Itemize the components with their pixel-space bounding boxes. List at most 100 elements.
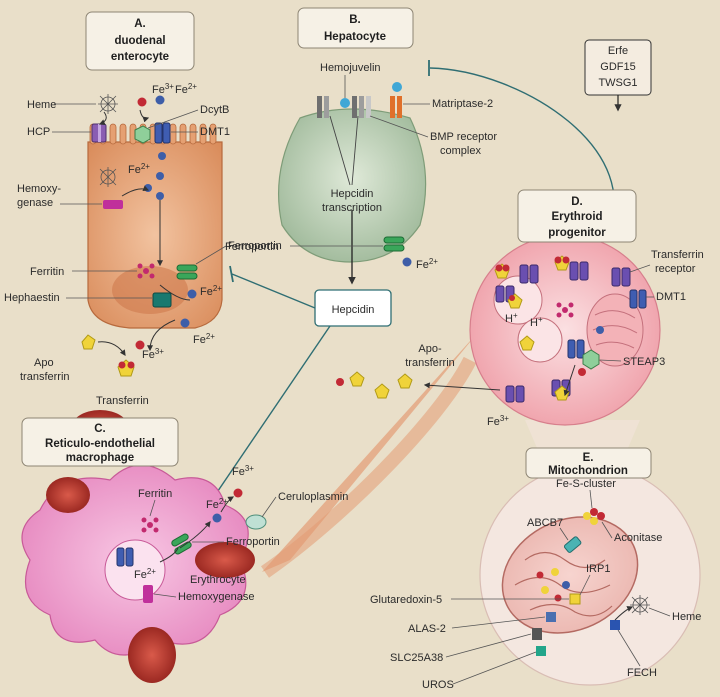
- svg-text:H+: H+: [530, 315, 543, 329]
- panel-d-line1: Erythroid: [551, 211, 602, 223]
- dcytb-label: DcytB: [200, 104, 229, 116]
- panel-a-header: [85, 11, 195, 71]
- hepcidin-inhibits-enterocyte: [231, 273, 316, 309]
- fe3-label-c: Fe: [232, 466, 245, 478]
- ferroportin-label-c: Ferroportin: [226, 536, 280, 548]
- uros-icon: [536, 646, 546, 656]
- ferroportin-icon-c: [171, 533, 192, 555]
- svg-text:Fe2+: Fe2+: [200, 284, 222, 298]
- tfr-label-1: Transferrin: [651, 249, 704, 261]
- ferroportin-label-a: Ferroportin: [228, 240, 282, 252]
- ligand-icon: [392, 82, 402, 92]
- fe2-label-a4: Fe: [193, 334, 206, 346]
- slc25a38-label: SLC25A38: [390, 652, 443, 664]
- fe3-atom-d: [336, 378, 344, 386]
- apo-transferrin-icon: [81, 334, 96, 350]
- fe2-label-a3: Fe: [200, 286, 213, 298]
- uros-label: UROS: [422, 679, 454, 691]
- svg-text:Fe3+: Fe3+: [142, 347, 164, 361]
- panel-e-line1: Mitochondrion: [548, 465, 628, 477]
- heme-label: Heme: [27, 99, 56, 111]
- panel-e-letter: E.: [583, 452, 594, 464]
- ferroportin-icon: [176, 264, 198, 280]
- svg-text:Fe3+: Fe3+: [152, 82, 174, 96]
- panel-d-line2: progenitor: [548, 227, 606, 239]
- panel-e-header: [525, 447, 652, 479]
- hcp-transporter-icon: [91, 123, 107, 143]
- svg-text:Fe3+: Fe3+: [487, 414, 509, 428]
- erythrocyte-icon: [195, 542, 255, 578]
- ceruloplasmin-icon: [245, 514, 267, 530]
- hemojuvelin-label: Hemojuvelin: [320, 62, 381, 74]
- fe-s-cluster-icon: [583, 508, 605, 525]
- apo-label-a1: Apo: [34, 357, 54, 369]
- fe2-label-c: Fe: [206, 499, 219, 511]
- bmp-label-1: BMP receptor: [430, 131, 497, 143]
- panel-d-letter: D.: [571, 196, 583, 208]
- erythrocyte-label: Erythrocyte: [190, 574, 246, 586]
- hephaestin-label: Hephaestin: [4, 292, 60, 304]
- svg-text:Fe3+: Fe3+: [232, 464, 254, 478]
- fe3-label-a2: Fe: [142, 349, 155, 361]
- steap3-label: STEAP3: [623, 356, 665, 368]
- dmt1-transporter-icon: [154, 122, 171, 144]
- funnel-to-mitochondrion: [525, 420, 640, 455]
- fe2-label-c2: Fe: [134, 569, 147, 581]
- abcb7-icon: [563, 536, 582, 553]
- apo-transferrin-d-icons: [349, 371, 413, 399]
- glutaredoxin-icon: [569, 593, 581, 605]
- panel-b-header: [297, 7, 414, 49]
- dmt1-label-d: DMT1: [656, 291, 686, 303]
- ferroportin-icon-b: [383, 236, 405, 252]
- regulator-twsg1: TWSG1: [598, 77, 637, 89]
- fe2-atom: [155, 95, 165, 105]
- funnel-to-macrophage: [262, 330, 480, 572]
- ferritin-label-c: Ferritin: [138, 488, 172, 500]
- hcp-label: HCP: [27, 126, 50, 138]
- hemoxygenase-label-1: Hemoxy-: [17, 183, 61, 195]
- dmt1-label-a: DMT1: [200, 126, 230, 138]
- steap3-icon: [582, 349, 600, 370]
- mitochondrion-body: [501, 516, 639, 634]
- alas2-label: ALAS-2: [408, 623, 446, 635]
- panel-c-header: [21, 417, 179, 467]
- fe3-label-a: Fe: [152, 84, 165, 96]
- panel-b-line1: Hepatocyte: [324, 31, 386, 43]
- h-plus-label-1: H: [505, 313, 513, 325]
- panel-d-header: [517, 189, 637, 243]
- apo-label-a2: transferrin: [20, 371, 70, 383]
- svg-text:Fe2+: Fe2+: [416, 257, 438, 271]
- bmp-label-2: complex: [440, 145, 481, 157]
- svg-text:Fe2+: Fe2+: [175, 82, 197, 96]
- dmt1-transporter-d: [567, 289, 647, 359]
- panel-c-line1: Reticulo-endothelial: [45, 438, 155, 450]
- transferrin-label-a: Transferrin: [96, 395, 149, 407]
- slc25a38-icon: [532, 628, 542, 640]
- panel-b-letter: B.: [349, 14, 361, 26]
- fe3-label-d: Fe: [487, 416, 500, 428]
- alas2-icon: [546, 612, 556, 622]
- panel-a-line1: duodenal: [114, 35, 165, 47]
- ferritin-label-a: Ferritin: [30, 266, 64, 278]
- hepcidin-tx-label-1: Hepcidin: [331, 188, 374, 200]
- rbc-bottom: [128, 627, 176, 683]
- fech-label: FECH: [627, 667, 657, 679]
- abcb7-label: ABCB7: [527, 517, 563, 529]
- fe2-label-a: Fe: [175, 84, 188, 96]
- panel-a-letter: A.: [134, 18, 146, 30]
- hepcidin-tx-label-2: transcription: [322, 202, 382, 214]
- regulator-erfe: Erfe: [608, 45, 628, 57]
- panel-c-line2: macrophage: [66, 452, 134, 464]
- dcytb-icon: [134, 125, 151, 144]
- fe3-atom: [137, 97, 147, 107]
- endosome-2: [517, 317, 563, 363]
- ferroportin-label-b: Ferroportin: [225, 241, 279, 253]
- dmt1-transporter-c: [116, 547, 134, 567]
- hemoxygenase-c-icon: [143, 585, 153, 603]
- hepcidin-inhibits-macrophage: [204, 325, 331, 511]
- heme-icon-e: [630, 595, 650, 615]
- glutaredoxin-label: Glutaredoxin-5: [370, 594, 442, 606]
- svg-text:Fe2+: Fe2+: [193, 332, 215, 346]
